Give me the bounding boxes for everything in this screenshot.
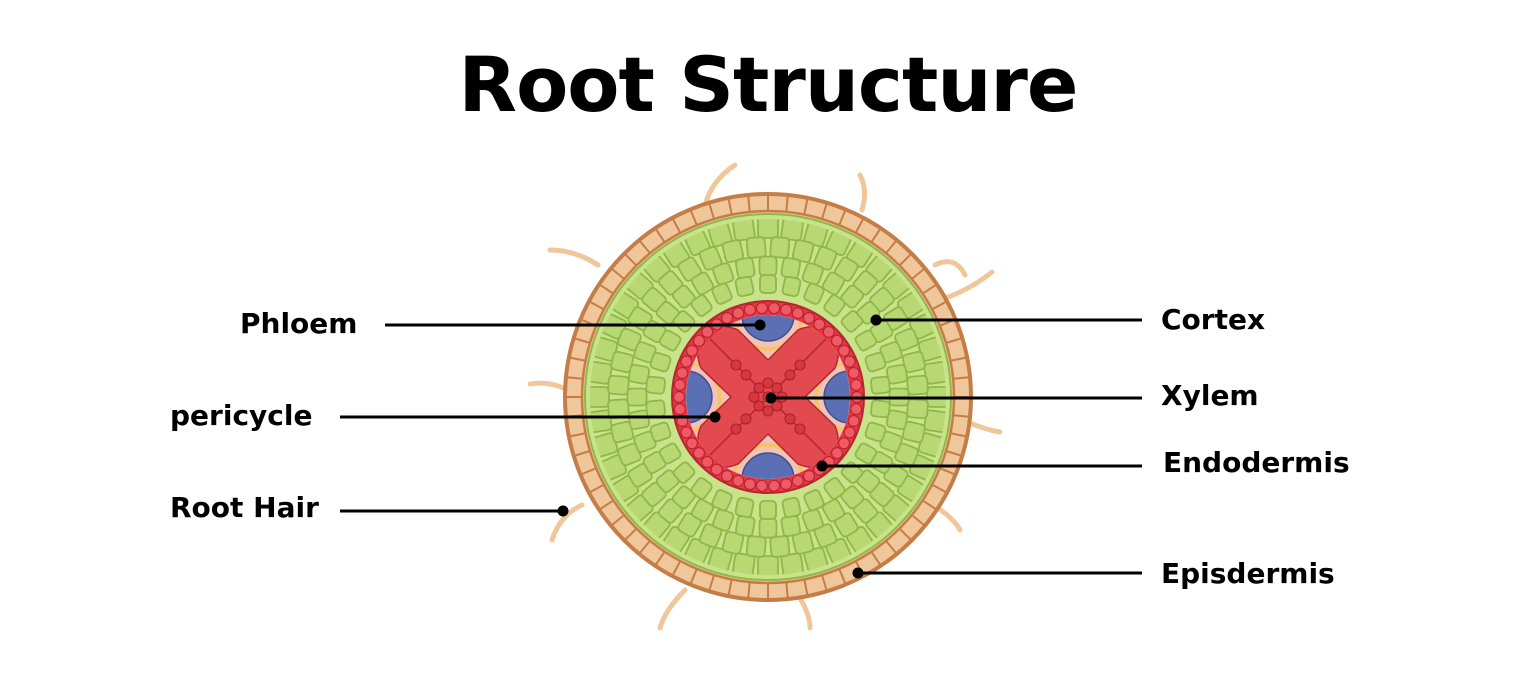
leader-lines: [340, 314, 1142, 579]
root-hairs: [527, 162, 1003, 631]
epidermis-label: Episdermis: [1161, 557, 1335, 590]
xylem-cross: [697, 326, 839, 468]
cortex-label: Cortex: [1161, 303, 1266, 336]
phloem-label: Phloem: [240, 307, 358, 340]
root-hair-label: Root Hair: [170, 491, 319, 524]
pericycle-label: pericycle: [170, 399, 313, 432]
endodermis-label: Endodermis: [1163, 446, 1350, 479]
diagram-title: Root Structure: [458, 40, 1079, 129]
xylem-label: Xylem: [1161, 379, 1259, 412]
